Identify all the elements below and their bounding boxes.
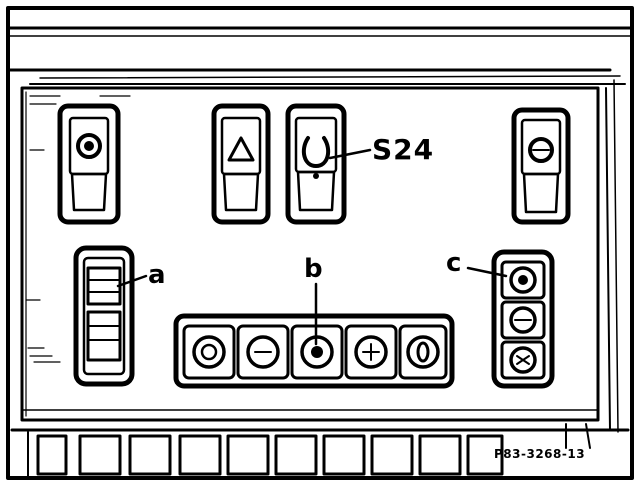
callout-label-a: a <box>148 260 166 290</box>
round-symbol-icon <box>246 335 280 369</box>
push-button-c1[interactable] <box>500 260 546 300</box>
round-symbol-icon <box>509 266 537 294</box>
push-button-c2[interactable] <box>500 300 546 340</box>
hazard-warning-icon <box>227 136 255 162</box>
hazard-warning-switch[interactable] <box>211 103 271 225</box>
push-button-2[interactable] <box>236 324 290 380</box>
round-symbol-icon <box>509 346 537 374</box>
zero-symbol-icon <box>416 341 430 363</box>
round-symbol-icon <box>354 335 388 369</box>
round-symbol-icon <box>301 136 331 168</box>
push-button-1[interactable] <box>182 324 236 380</box>
round-symbol-icon <box>528 137 554 163</box>
button-strip-b <box>173 313 455 389</box>
round-symbol-icon <box>192 335 226 369</box>
auto-symbol-icon <box>509 306 537 334</box>
callout-label-s24: S24 <box>372 133 435 166</box>
rocker-switch-s24[interactable] <box>285 103 347 225</box>
push-button-c3[interactable] <box>500 340 546 380</box>
rocker-switch-1[interactable] <box>57 103 121 225</box>
bottom-key-row <box>10 423 630 477</box>
callout-leaders <box>116 148 508 346</box>
thumbwheel-switch-a[interactable] <box>73 245 135 387</box>
outer-frame <box>6 6 634 480</box>
push-button-5[interactable] <box>398 324 448 380</box>
panel-body <box>20 79 619 433</box>
round-symbol-icon <box>76 133 102 159</box>
callout-label-b: b <box>304 254 323 284</box>
push-button-4[interactable] <box>344 324 398 380</box>
button-group-c <box>491 249 555 389</box>
callout-label-c: c <box>446 248 462 278</box>
figure-reference: P83-3268-13 <box>494 447 586 461</box>
rocker-switch-4[interactable] <box>511 107 571 225</box>
